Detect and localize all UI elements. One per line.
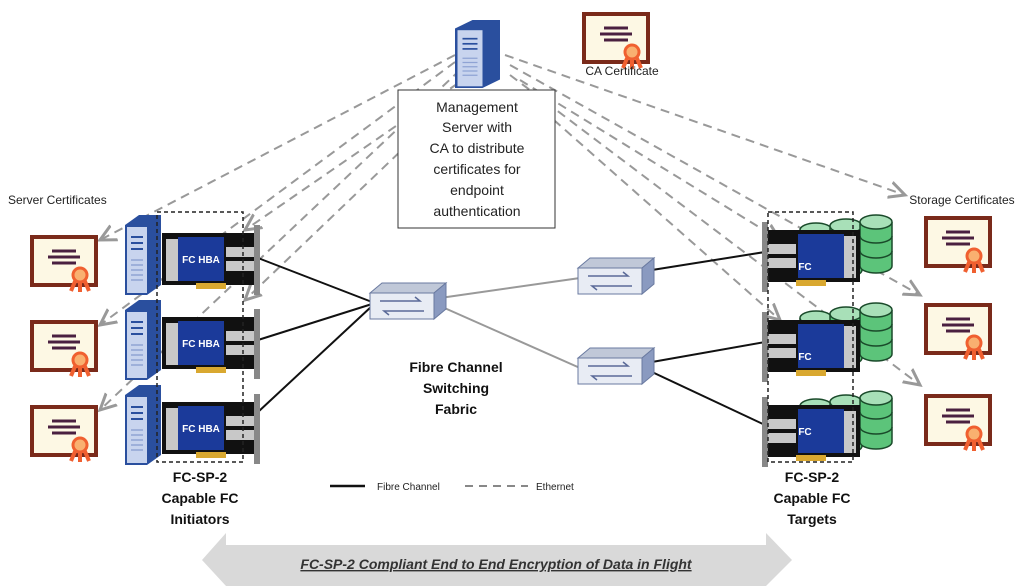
fabric-label: Fibre Channel Switching Fabric xyxy=(409,359,502,417)
legend-fc-label: Fibre Channel xyxy=(377,482,440,493)
legend-ethernet-label: Ethernet xyxy=(536,482,574,493)
storage-certificate-icon xyxy=(924,303,992,362)
text-line: Targets xyxy=(787,511,837,527)
initiators-group-box xyxy=(156,211,244,463)
text-line: authentication xyxy=(433,203,520,219)
target-card-label: FC xyxy=(798,262,811,273)
fc-hba-card: FC HBA xyxy=(162,309,260,379)
encryption-banner-text: FC-SP-2 Compliant End to End Encryption … xyxy=(300,556,693,572)
target-card-label: FC xyxy=(798,352,811,363)
text-line: Management xyxy=(436,99,518,115)
hba-label: FC HBA xyxy=(182,424,220,435)
ethernet-link xyxy=(100,54,456,240)
hba-label: FC HBA xyxy=(182,339,220,350)
fc-switch-icon xyxy=(577,347,655,385)
fc-link xyxy=(651,371,766,426)
targets-group-box xyxy=(767,211,854,463)
text-line: certificates for xyxy=(433,161,520,177)
ethernet-link xyxy=(519,79,780,240)
fc-link xyxy=(651,251,766,271)
ethernet-link xyxy=(519,89,780,320)
server-certificates-label: Server Certificates xyxy=(8,193,107,207)
text-line: Initiators xyxy=(170,511,229,527)
legend: Fibre Channel Ethernet xyxy=(330,482,574,493)
fc-link xyxy=(257,303,373,341)
storage-certificate-icon xyxy=(924,394,992,453)
management-server-icon xyxy=(453,18,502,90)
fc-target-card xyxy=(762,312,860,382)
server-certificate-icon xyxy=(30,235,98,294)
targets-label: FC-SP-2 Capable FC Targets xyxy=(773,469,850,527)
text-line: Capable FC xyxy=(773,490,850,506)
fc-switch-icon xyxy=(577,257,655,295)
storage-certificate-icon xyxy=(924,216,992,275)
management-server-text: Management Server with CA to distribute … xyxy=(430,99,525,219)
fc-link xyxy=(257,305,373,413)
text-line: Capable FC xyxy=(161,490,238,506)
text-line: Switching xyxy=(423,380,489,396)
server-icon xyxy=(124,384,162,466)
fc-hba-card: FC HBA xyxy=(162,394,260,464)
storage-certificates-label: Storage Certificates xyxy=(909,193,1014,207)
fc-switch-icon xyxy=(369,282,447,320)
fc-link xyxy=(439,305,581,369)
fc-link xyxy=(439,277,581,299)
target-card-label: FC xyxy=(798,427,811,438)
management-server-box xyxy=(397,89,556,229)
server-certificate-icon xyxy=(30,320,98,379)
text-line: FC-SP-2 xyxy=(173,469,228,485)
fc-link xyxy=(651,341,766,363)
fc-target-card xyxy=(762,222,860,292)
ca-certificate-icon xyxy=(582,12,650,71)
ethernet-link xyxy=(504,54,905,195)
ca-certificate-label: CA Certificate xyxy=(585,64,659,78)
text-line: Server with xyxy=(442,119,512,135)
encryption-banner-arrow xyxy=(202,533,792,586)
text-line: endpoint xyxy=(450,182,504,198)
text-line: CA to distribute xyxy=(430,140,525,156)
server-icon xyxy=(124,214,162,296)
fc-hba-card: FC HBA xyxy=(162,225,260,295)
server-certificate-icon xyxy=(30,405,98,464)
server-icon xyxy=(124,299,162,381)
fibre-channel-links xyxy=(257,251,766,426)
text-line: Fabric xyxy=(435,401,477,417)
initiators-label: FC-SP-2 Capable FC Initiators xyxy=(161,469,238,527)
hba-label: FC HBA xyxy=(182,255,220,266)
text-line: Fibre Channel xyxy=(409,359,502,375)
text-line: FC-SP-2 xyxy=(785,469,840,485)
fc-link xyxy=(257,257,373,303)
